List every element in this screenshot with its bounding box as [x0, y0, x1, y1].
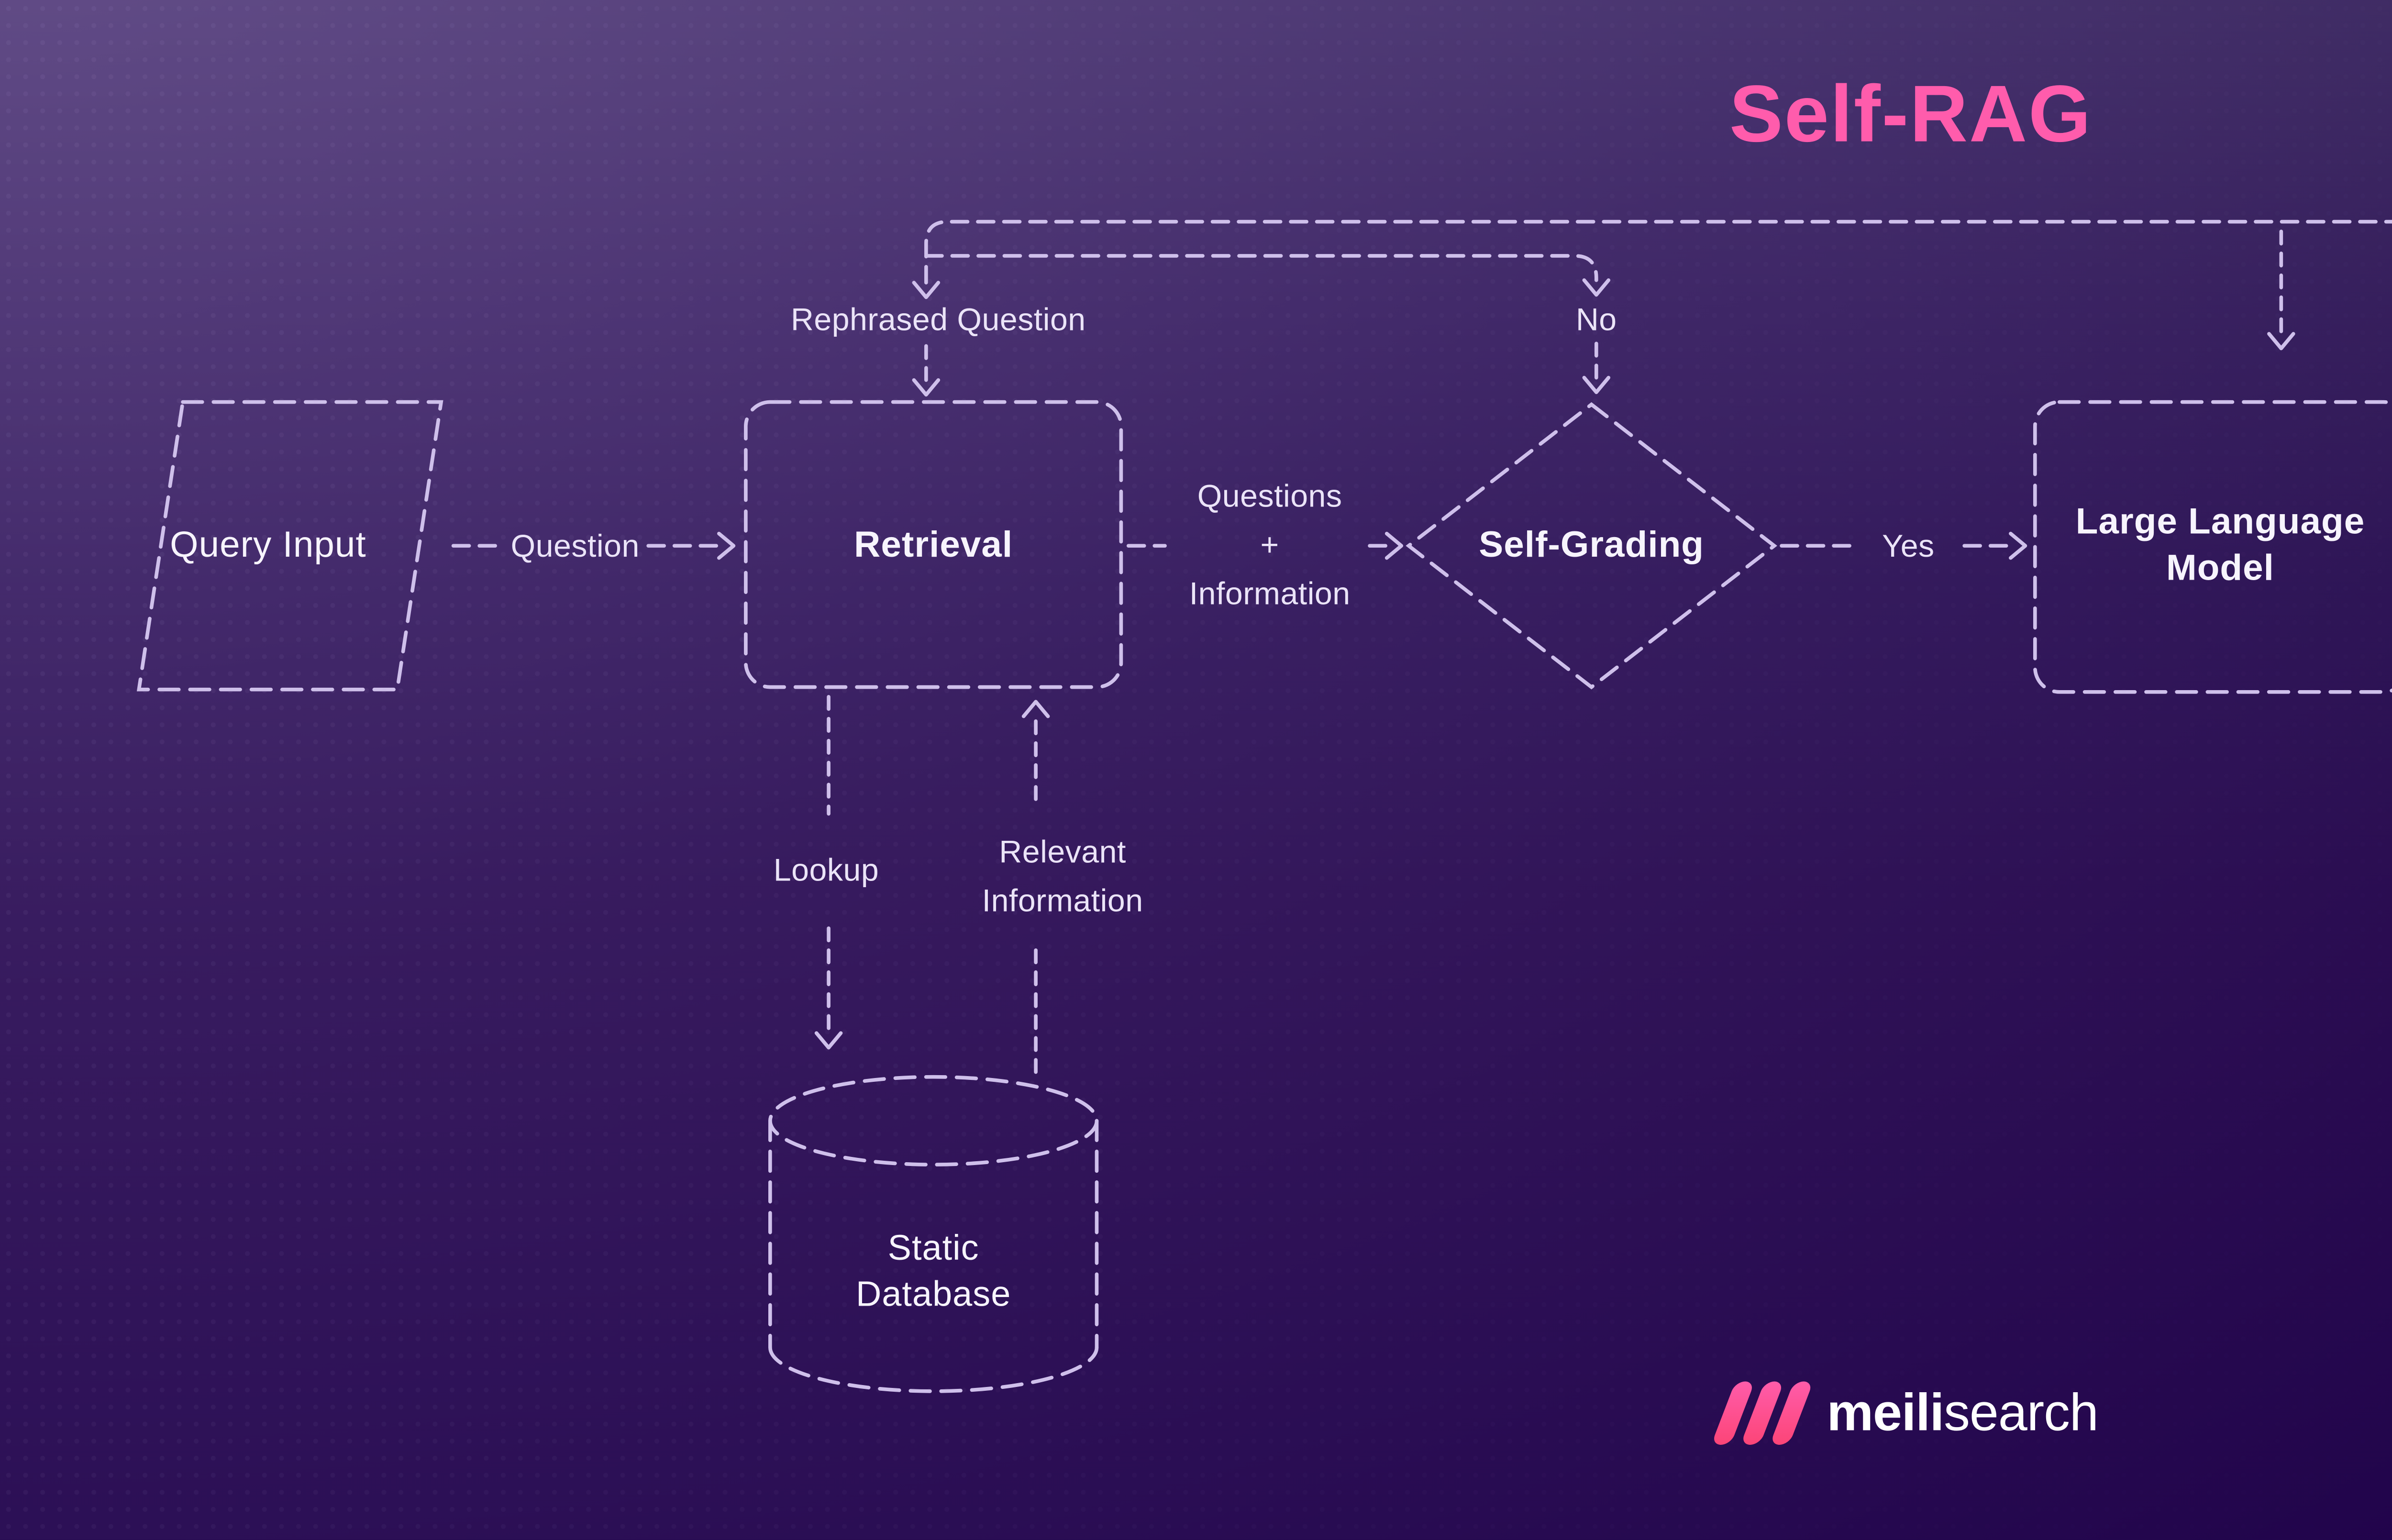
- relevant-information-edge-label: Relevant Information: [982, 828, 1143, 926]
- rephrased-arrowhead: [912, 281, 941, 299]
- meilisearch-wordmark: meilisearch: [1827, 1383, 2099, 1443]
- static-database-line2: Database: [855, 1276, 1011, 1316]
- retrieval-in-arrowhead: [912, 378, 941, 397]
- meilisearch-logo-icon: [1711, 1381, 1813, 1445]
- static-database-label: Static Database: [856, 1228, 1011, 1321]
- no-edge-label: No: [1575, 301, 1617, 338]
- edge-no-feedback: [924, 254, 1611, 395]
- llm-label-line2: Model: [2166, 548, 2274, 590]
- question-edge-label: Question: [510, 527, 640, 564]
- llm-label: Large Language Model: [2076, 499, 2365, 592]
- relevant-line1: Relevant: [999, 833, 1126, 870]
- query-input-shape: [136, 400, 443, 692]
- database-top-ellipse: [768, 1075, 1099, 1166]
- question-arrowhead: [717, 531, 736, 560]
- lookup-arrowhead: [814, 1031, 843, 1050]
- retrieval-shape: [744, 400, 1123, 689]
- edge-yes: [1780, 531, 2027, 560]
- edge-relevant-information: [1021, 700, 1050, 1077]
- llm-shape: [2033, 400, 2392, 694]
- edge-failed-feedback: [912, 220, 2392, 299]
- relevant-line2: Information: [982, 882, 1143, 919]
- questions-information-edge-label: Questions + Information: [1189, 473, 1351, 619]
- edge-rephrased-to-retrieval: [912, 344, 941, 397]
- page-title: Self-RAG: [1729, 68, 2093, 159]
- edge-feedback-to-llm: [2267, 230, 2295, 351]
- lookup-edge-label: Lookup: [773, 851, 879, 888]
- relevant-information-arrowhead: [1021, 700, 1050, 718]
- edge-questions-information: [1126, 531, 1404, 560]
- llm-label-line1: Large Language: [2075, 502, 2365, 544]
- no-to-grading-arrowhead: [1582, 375, 1611, 395]
- llm-branch-arrowhead: [2267, 332, 2295, 351]
- retrieval-label: Retrieval: [854, 525, 1013, 567]
- meilisearch-logo: meilisearch: [1711, 1381, 2099, 1445]
- yes-arrowhead: [2009, 531, 2027, 560]
- information-line: Information: [1189, 575, 1351, 612]
- static-database-shape: [768, 1075, 1099, 1393]
- self-grading-shape: [1406, 402, 1777, 690]
- static-database-line1: Static: [887, 1230, 979, 1270]
- no-arrowhead: [1582, 278, 1611, 297]
- wordmark-search: search: [1944, 1383, 2099, 1441]
- yes-edge-label: Yes: [1882, 527, 1935, 564]
- wordmark-meili: meili: [1827, 1383, 1945, 1441]
- questions-information-arrowhead: [1384, 531, 1404, 560]
- database-bottom-arc: [768, 1345, 1099, 1393]
- edge-question: [451, 531, 736, 560]
- plus-line: +: [1260, 526, 1279, 563]
- rephrased-question-edge-label: Rephrased Question: [791, 301, 1086, 338]
- questions-line: Questions: [1197, 477, 1342, 514]
- query-input-label: Query Input: [170, 525, 366, 567]
- self-grading-label: Self-Grading: [1479, 525, 1705, 567]
- edge-lookup: [814, 695, 843, 1050]
